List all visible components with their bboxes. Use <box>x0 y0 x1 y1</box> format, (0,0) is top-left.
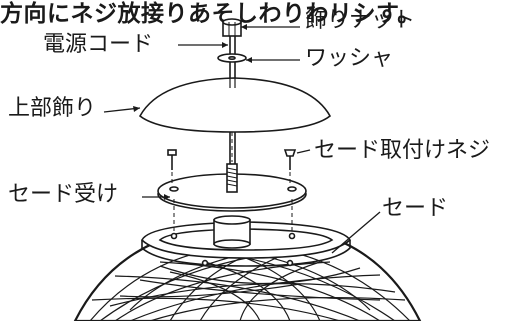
socket-cylinder <box>213 215 251 249</box>
top-ornament-dome <box>138 77 332 133</box>
top-caption-cropped: 方向にネジ放接りあそしわりわリシす。 <box>0 1 421 27</box>
washer-part <box>217 53 247 63</box>
shade-screw-right <box>283 149 297 170</box>
decorative-nut-part <box>222 18 242 37</box>
shade-screw-left <box>167 149 177 170</box>
label-power-cord: 電源コード <box>43 32 154 57</box>
alignment-dashes <box>171 132 293 232</box>
threaded-nipple <box>226 163 238 193</box>
label-shade: セード <box>382 196 449 221</box>
label-top-ornament: 上部飾り <box>8 96 97 121</box>
label-decorative-nut: 飾りナット <box>305 8 416 33</box>
label-shade-screw: セード取付けネジ <box>314 138 491 163</box>
label-shade-holder: セード受け <box>8 182 119 207</box>
label-washer: ワッシャ <box>305 46 394 71</box>
